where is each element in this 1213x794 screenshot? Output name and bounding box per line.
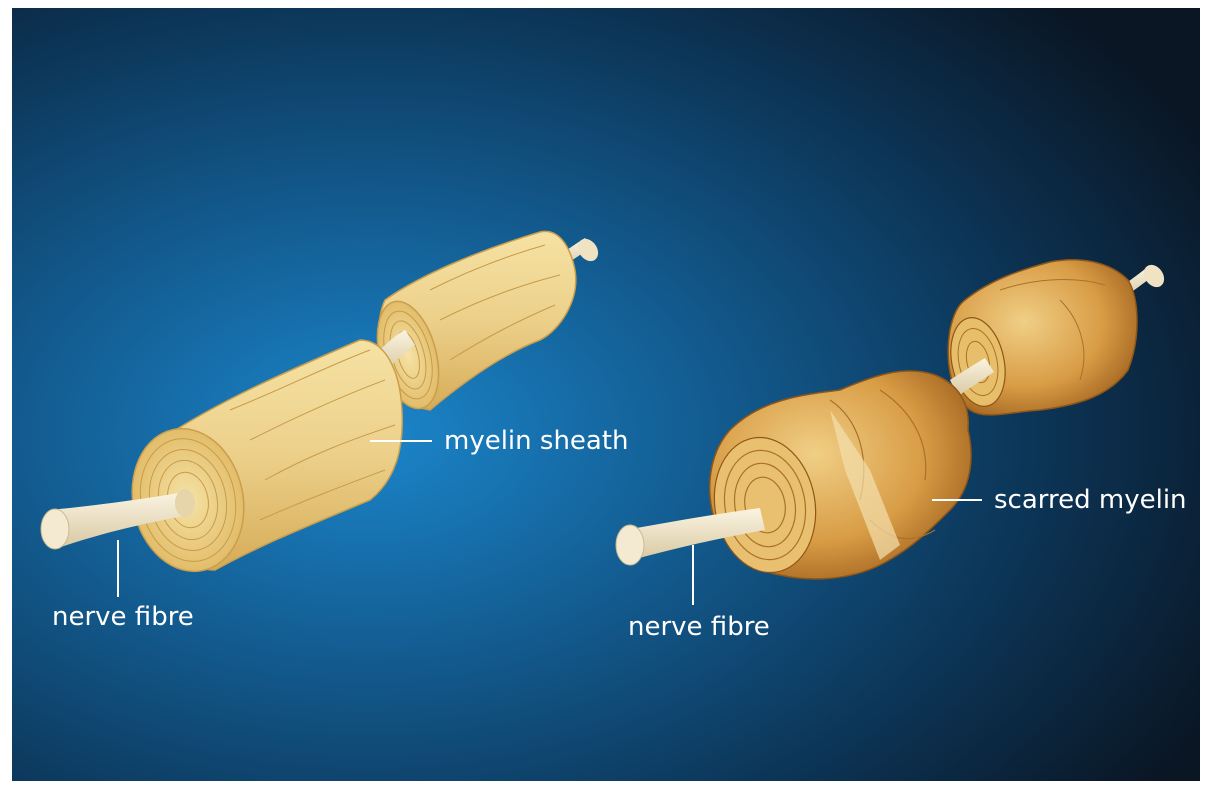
- label-myelin-sheath: myelin sheath: [444, 428, 629, 454]
- label-nerve-fibre-left: nerve fibre: [52, 604, 194, 630]
- label-nerve-fibre-right: nerve fibre: [628, 614, 770, 640]
- label-scarred-myelin: scarred myelin: [994, 487, 1187, 513]
